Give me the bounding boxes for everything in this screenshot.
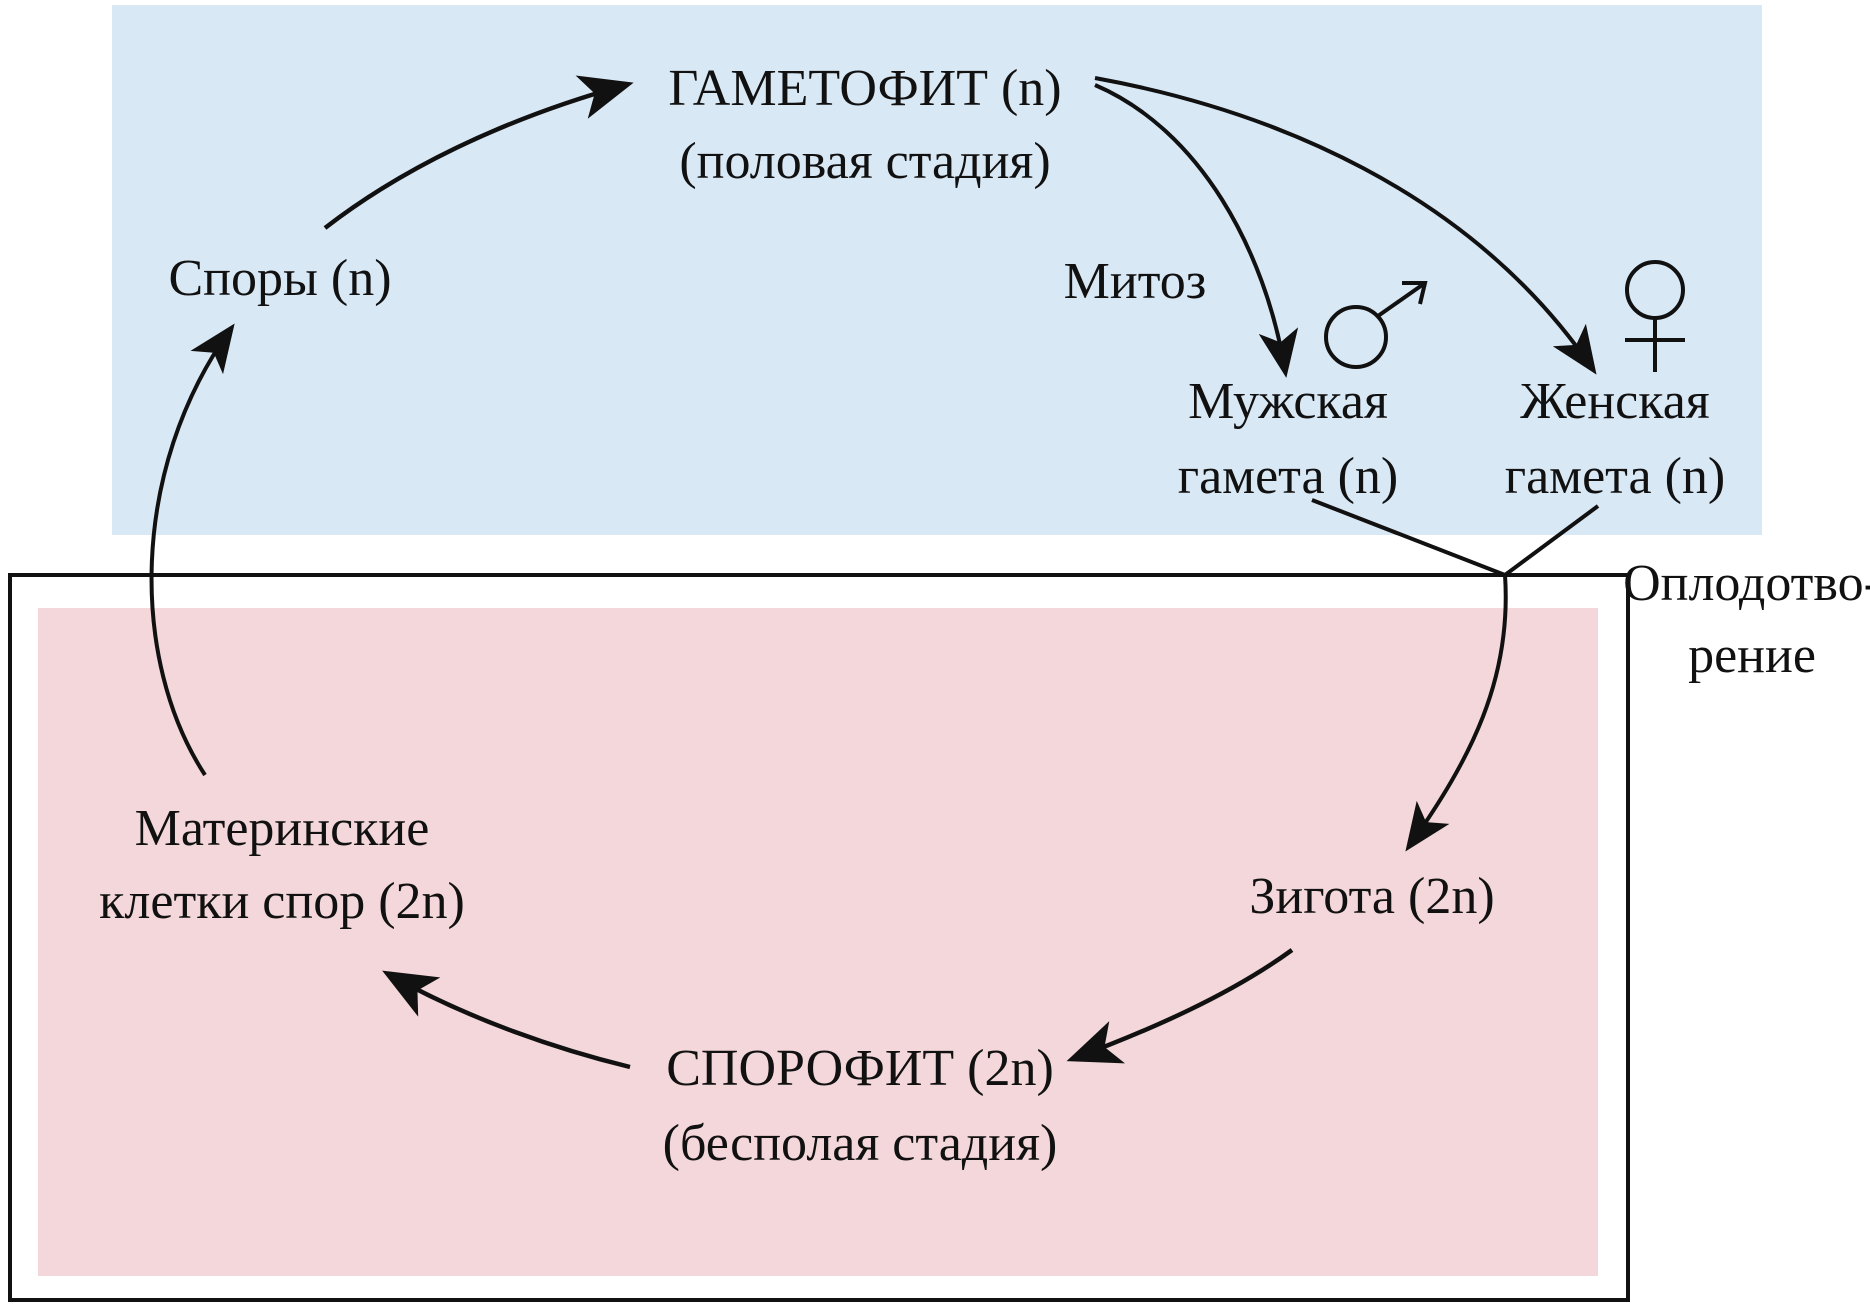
sporophyte-zone [38, 608, 1598, 1276]
gametophyte-subtitle: (половая стадия) [679, 133, 1050, 190]
arrow-spores-to-gametophyte [323, 75, 634, 230]
arrow-mother-cells-to-spores [149, 323, 235, 777]
spore-mother-cells-line2: клетки спор (2n) [99, 873, 465, 930]
female-symbol-icon [1625, 260, 1685, 372]
male-symbol-icon [1324, 281, 1428, 369]
arrow-gametophyte-to-female-gamete [1094, 76, 1597, 375]
male-gamete-line1: Мужская [1188, 373, 1388, 430]
fertilization-line2: рение [1688, 627, 1816, 684]
spore-mother-cells-line1: Материнские [135, 800, 430, 857]
fertilization-line-male [1311, 498, 1506, 577]
female-gamete-line1: Женская [1520, 373, 1709, 430]
female-gamete-line2: гамета (n) [1505, 448, 1725, 505]
arrow-zygote-to-sporophyte [1066, 948, 1294, 1064]
gametophyte-title: ГАМЕТОФИТ (n) [668, 60, 1061, 117]
sporophyte-title: СПОРОФИТ (2n) [666, 1040, 1054, 1097]
arrow-gametophyte-to-male-gamete [1094, 83, 1299, 378]
mitosis-label: Митоз [1064, 253, 1207, 310]
arrow-fertilization-to-zygote [1405, 574, 1508, 852]
spores-label: Споры (n) [168, 250, 391, 307]
arrow-sporophyte-to-mother-cells [382, 970, 631, 1070]
male-gamete-line2: гамета (n) [1178, 448, 1398, 505]
zygote-label: Зигота (2n) [1249, 868, 1494, 925]
sporophyte-subtitle: (бесполая стадия) [663, 1115, 1058, 1172]
fertilization-line-female [1503, 504, 1600, 577]
gametophyte-zone [112, 5, 1762, 535]
fertilization-line1: Оплодотво- [1623, 555, 1870, 612]
